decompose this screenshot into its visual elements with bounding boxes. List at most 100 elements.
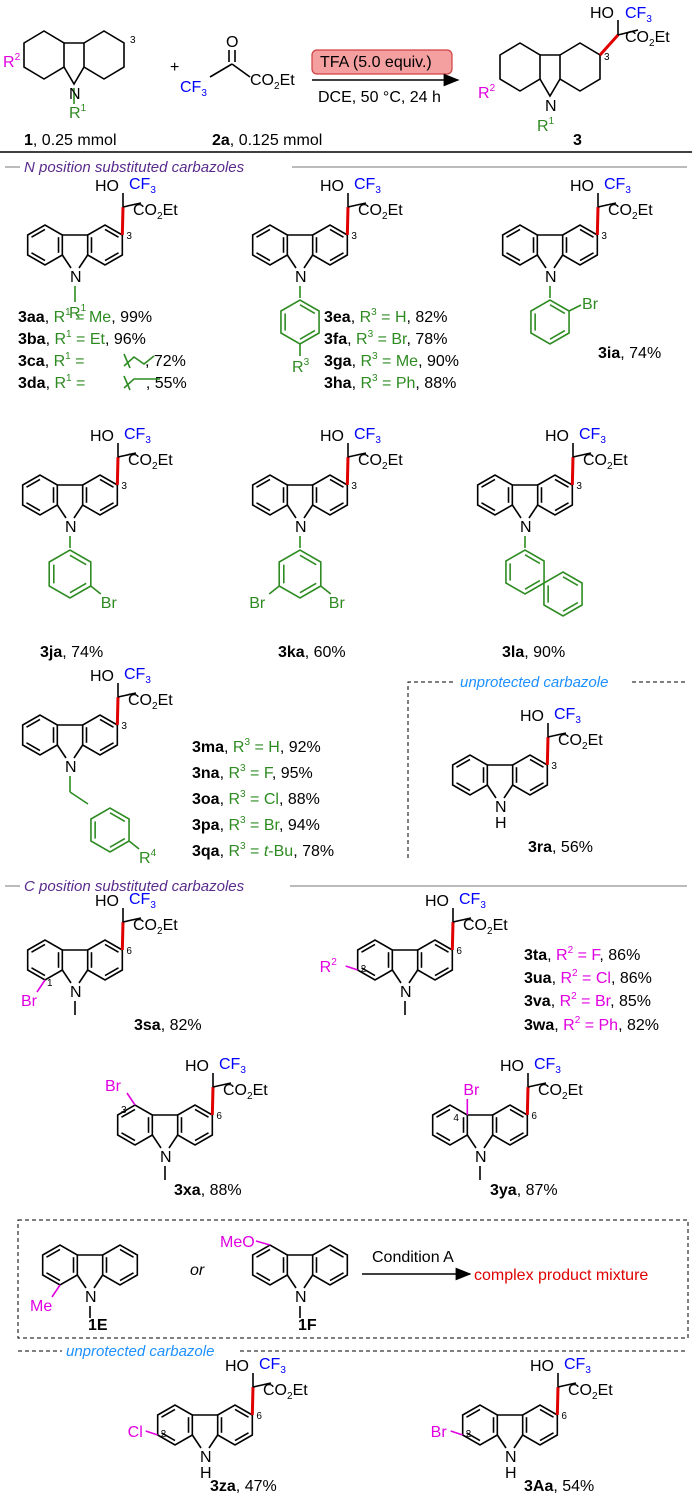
structure-double-bond	[299, 554, 317, 566]
co2et-label: CO2Et	[583, 452, 628, 472]
br-bond	[36, 979, 46, 993]
co2et-label: CO2Et	[263, 1382, 308, 1402]
n-atom: N	[70, 984, 82, 1001]
structure-bond	[451, 754, 489, 796]
cf3-label: CF3	[564, 1356, 591, 1376]
structure-bond	[521, 1404, 559, 1446]
sm1-r1: R1	[69, 103, 87, 122]
ester-bond	[527, 1082, 547, 1088]
structure-bond	[216, 1404, 254, 1446]
group-3ma-3qa-labels: 3ma, R3 = H, 92% 3na, R3 = F, 95% 3oa, R…	[192, 737, 334, 860]
cf3-label: CF3	[259, 1356, 286, 1376]
structure-double-bond	[456, 758, 471, 768]
label-3fa: 3fa, R3 = Br, 78%	[324, 329, 447, 348]
position-number: 2	[466, 1429, 472, 1440]
ester-bond	[557, 1382, 577, 1388]
structure-double-bond	[329, 1272, 344, 1282]
structure-double-bond	[509, 1108, 524, 1118]
ester-bond	[122, 917, 142, 923]
co2et-label: CO2Et	[608, 202, 653, 222]
structure-double-bond	[31, 252, 46, 262]
label-3wa: 3wa, R2 = Ph, 82%	[524, 1015, 659, 1034]
tfa-reagent-label: TFA (5.0 equiv.)	[320, 54, 432, 71]
label-3xa: 3xa, 88%	[174, 1182, 242, 1199]
control-experiment-box	[17, 1219, 689, 1339]
structure-bond	[251, 224, 289, 266]
br-label: Br	[105, 1078, 122, 1095]
co2et-label: CO2Et	[463, 917, 508, 937]
structure-bond	[311, 224, 349, 266]
co2et-label: CO2Et	[358, 202, 403, 222]
structure-double-bond	[104, 228, 119, 238]
ho-label: HO	[90, 668, 114, 685]
structure-bond	[511, 754, 549, 796]
structure-bond	[26, 939, 64, 981]
methyl-bond	[51, 1284, 61, 1298]
label-3Aa: 3Aa, 54%	[524, 1478, 594, 1495]
r3-label: R3	[292, 357, 310, 376]
structure-double-bond	[69, 582, 87, 594]
structure-bond	[41, 1244, 79, 1286]
ester-bond	[117, 452, 137, 458]
structure-double-bond	[256, 1248, 271, 1258]
co2et-label: CO2Et	[568, 1382, 613, 1402]
structure-double-bond	[104, 943, 119, 953]
cl-label: Cl	[128, 1424, 143, 1441]
structure-double-bond	[31, 228, 46, 238]
cl-bond	[145, 1430, 158, 1436]
n-atom: N	[295, 519, 307, 536]
cf3-label: CF3	[579, 426, 606, 446]
structure-double-bond	[562, 576, 579, 587]
sm1-label: 1, 0.25 mmol	[24, 132, 117, 149]
structure-bond	[81, 714, 119, 756]
structure-bond	[561, 224, 599, 266]
propargyl-wavy-bond	[123, 375, 131, 391]
control-result: complex product mixture	[474, 1267, 648, 1284]
structure-bond	[303, 254, 314, 269]
structure-double-bond	[436, 1108, 451, 1118]
co2et-label: CO2Et	[558, 732, 603, 752]
carbazole-1-structure	[23, 30, 125, 104]
structure-bond	[466, 1134, 477, 1149]
structure-bond	[431, 1104, 469, 1146]
sm1-r2: R2	[3, 52, 21, 71]
structure-bond	[81, 474, 119, 516]
n-atom: N	[65, 519, 77, 536]
structure-bond	[93, 1274, 104, 1289]
structure-double-bond	[329, 478, 344, 488]
structure-bond	[503, 784, 514, 799]
structure-bond	[86, 939, 124, 981]
structure-double-bond	[99, 742, 114, 752]
br-bond	[90, 585, 102, 595]
structure-double-bond	[256, 228, 271, 238]
structure-double-bond	[109, 837, 126, 848]
aryl-ring	[543, 571, 583, 617]
red-new-bond	[115, 456, 120, 486]
structure-double-bond	[121, 1108, 136, 1118]
structure-bond	[483, 1134, 494, 1149]
structure-bond	[408, 969, 419, 984]
structure-double-bond	[329, 228, 344, 238]
structure-double-bond	[554, 502, 569, 512]
structure-double-bond	[506, 252, 521, 262]
co2et-label: CO2Et	[223, 1082, 268, 1102]
product-cf3: CF3	[625, 5, 652, 25]
structure-double-bond	[481, 478, 496, 488]
unprotected-label-1: unprotected carbazole	[460, 674, 608, 691]
structure-bond	[21, 714, 59, 756]
position-number: 6	[126, 946, 132, 957]
sm1-position-3: 3	[130, 35, 136, 46]
structure-double-bond	[99, 478, 114, 488]
structure-bond	[513, 1434, 524, 1449]
ho-label: HO	[320, 428, 344, 445]
structure-double-bond	[104, 252, 119, 262]
structure-bond	[416, 939, 454, 981]
structure-bond	[476, 474, 514, 516]
structure-bond	[61, 969, 72, 984]
position-number: 3	[576, 481, 582, 492]
structure-bond	[73, 504, 84, 519]
ho-label: HO	[425, 893, 449, 910]
br-bond	[126, 1092, 136, 1106]
r2-bond	[345, 965, 358, 971]
structure-double-bond	[434, 967, 449, 977]
